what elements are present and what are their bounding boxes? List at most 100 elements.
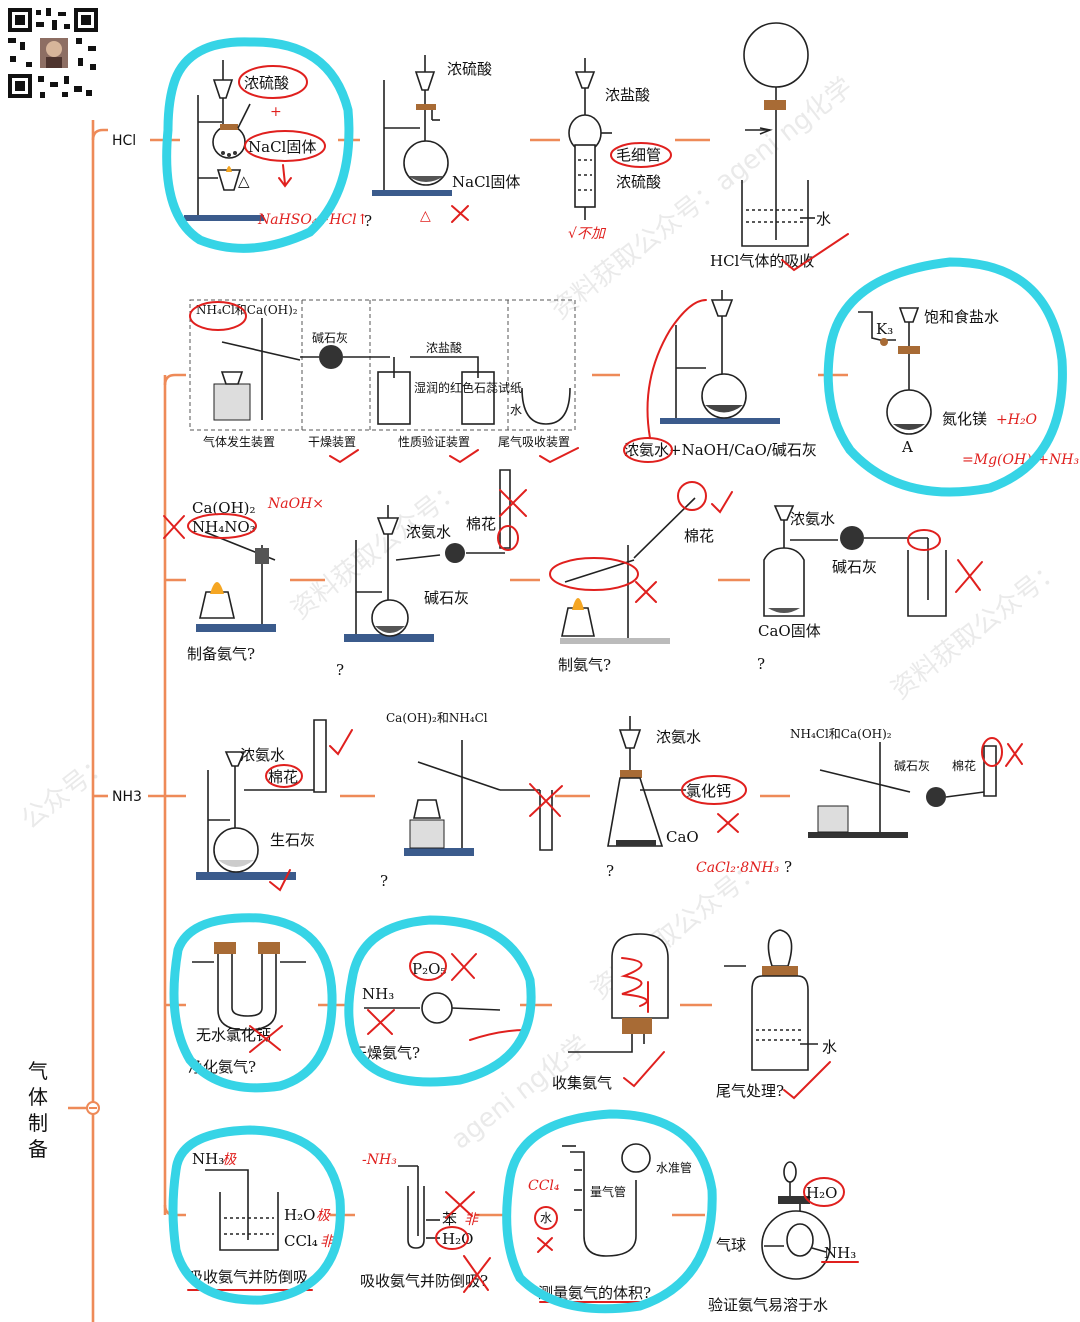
hcl-c-capillary: 毛细管 — [616, 146, 661, 164]
nh3-row4-d: 水 尾气处理? — [716, 929, 837, 1100]
nh3-r5-h2o3: H₂O — [806, 1184, 837, 1202]
nh3-r2-cap1: 制备氨气? — [187, 645, 255, 663]
nh3-row1-flask: 浓氨水+NaOH/CaO/碱石灰 — [623, 290, 817, 463]
nh3-r5-nh3-note2: -NH₃ — [362, 1152, 397, 1168]
nh3-r5-h2o-note: 极 — [316, 1208, 331, 1224]
nh3-r5-balloon: 气球 — [716, 1236, 746, 1254]
nh3-r3-cotton2: 棉花 — [952, 758, 976, 773]
nh3-r1-a: A — [901, 438, 913, 456]
nh3-r3-q1: ? — [380, 872, 388, 890]
hcl-apparatus-b: 浓硫酸 NaCl固体 △ — [372, 55, 520, 224]
nh3-r3-quicklime: 生石灰 — [270, 831, 315, 849]
nh3-r4-cacl2: 无水氯化钙 — [196, 1026, 271, 1044]
nh3-r1-mg-water: +H₂O — [996, 412, 1038, 428]
watermark-4: 公众号： — [16, 748, 116, 836]
nh3-r2-naoh: NaOH× — [267, 496, 324, 512]
nh3-r3-q2: ? — [606, 862, 614, 880]
nh3-row2-a: Ca(OH)₂ NH₄NO₃ NaOH× 制备氨气? — [163, 496, 324, 663]
nh3-row3-b: Ca(OH)₂和NH₄Cl ? — [380, 711, 563, 890]
nh3-r5-water: 水 — [540, 1211, 552, 1225]
nh3-r5-level: 水准管 — [656, 1160, 692, 1175]
nh3-r2-conc-ammonia2: 浓氨水 — [790, 510, 835, 528]
nh3-row4-c: 收集氨气 — [552, 933, 669, 1092]
hcl-a-annotations: + NaHSO₄+HCl↑ — [162, 37, 368, 253]
nh3-row5-b: -NH₃ 苯 非 H₂O 吸收氨气并防倒吸? — [360, 1152, 491, 1293]
hcl-c-reagent2: 浓硫酸 — [616, 173, 661, 191]
nh3-r5-cap1: 吸收氨气并防倒吸 — [188, 1268, 308, 1286]
branch-hcl: HCl — [112, 133, 136, 149]
hcl-d-water: 水 — [816, 210, 831, 228]
nh3-r3-conc-ammonia2: 浓氨水 — [656, 728, 701, 746]
nh3-row3-c: 浓氨水 氯化钙 CaO ? CaCl₂·8NH₃ ? — [606, 716, 792, 880]
hcl-apparatus-c: 浓盐酸 毛细管 浓硫酸 √不加 — [568, 58, 672, 242]
nh3-r2-cotton2: 棉花 — [684, 527, 714, 545]
hcl-b-heat: △ — [420, 208, 431, 224]
branch-nh3: NH3 — [112, 789, 142, 805]
nh3-r3-cacl2-note: CaCl₂·8NH₃ — [696, 860, 780, 876]
nh3-r2-conc-ammonia: 浓氨水 — [406, 523, 451, 541]
nh3-row2-c: 棉花 制氨气? — [549, 481, 733, 674]
nh3-r2-reagents2: NH₄NO₃ — [192, 518, 256, 536]
nh3-r5-cap3: 测量氨气的体积? — [538, 1284, 651, 1302]
nh3-r5-benzene: 苯 — [442, 1210, 457, 1228]
title-char-2: 体 — [28, 1085, 48, 1109]
nh3-row3-d: NH₄Cl和Ca(OH)₂ 碱石灰 棉花 — [790, 727, 1023, 838]
hcl-b-reagent1: 浓硫酸 — [447, 60, 492, 78]
hcl-a-q: ? — [364, 212, 372, 230]
nh3-r4-cap2: 干燥氨气? — [352, 1044, 420, 1062]
nh3-r2-soda-lime: 碱石灰 — [424, 589, 469, 607]
hcl-c-note: √不加 — [568, 226, 607, 242]
nh3-r3-reagent2: NH₄Cl和Ca(OH)₂ — [790, 727, 892, 741]
title-char-1: 气 — [28, 1059, 48, 1083]
nh3-r1-conc-hcl: 浓盐酸 — [426, 340, 462, 355]
nh3-r1-cap1: 气体发生装置 — [203, 434, 275, 449]
nh3-r1-brine: 饱和食盐水 — [924, 308, 999, 326]
nh3-r3-cao: CaO — [666, 828, 699, 846]
nh3-r1-litmus: 湿润的红色石蕊试纸 — [414, 380, 522, 395]
nh3-r5-nh3: NH₃ — [192, 1150, 224, 1168]
nh3-row3-a: 浓氨水 棉花 生石灰 — [196, 719, 353, 892]
nh3-r1-flask-caption: 浓氨水+NaOH/CaO/碱石灰 — [624, 441, 817, 459]
title-char-3: 制 — [28, 1111, 48, 1135]
title-char-4: 备 — [28, 1137, 48, 1161]
nh3-r1-cap4: 尾气吸收装置 — [498, 434, 570, 449]
nh3-r5-cap2: 吸收氨气并防倒吸? — [360, 1272, 488, 1290]
nh3-r4-p2o5: P₂O₅ — [412, 960, 446, 978]
nh3-r3-reagent: Ca(OH)₂和NH₄Cl — [386, 711, 488, 725]
nh3-r1-cap3: 性质验证装置 — [398, 434, 470, 449]
nh3-r5-ccl4: CCl₄ — [284, 1232, 318, 1250]
nh3-row5-c: 量气管 水准管 测量氨气的体积? CCl₄ 水 — [502, 1109, 717, 1314]
nh3-r2-cotton: 棉花 — [466, 515, 496, 533]
nh3-r2-reagents: Ca(OH)₂ — [192, 499, 256, 517]
nh3-r4-cap4: 尾气处理? — [716, 1082, 784, 1100]
nh3-r2-cap3: 制氨气? — [558, 656, 611, 674]
nh3-r1-mg-eq: =Mg(OH)₂+NH₃ — [962, 452, 1079, 468]
nh3-r1-soda-lime: 碱石灰 — [312, 331, 348, 345]
hcl-apparatus-d: 水 HCl气体的吸收 — [710, 22, 849, 272]
nh3-r5-h2o: H₂O — [284, 1206, 315, 1224]
hcl-a-note: NaHSO₄+HCl↑ — [257, 212, 368, 228]
nh3-r3-q3: ? — [784, 858, 792, 876]
nh3-r1-mg: 氮化镁 — [942, 410, 987, 428]
nh3-r5-ccl4-hand: CCl₄ — [528, 1178, 560, 1194]
nh3-r3-conc-ammonia: 浓氨水 — [240, 746, 285, 764]
nh3-row5-a: NH₃ 极 H₂O 极 CCl₄ 非 吸收氨气并防倒吸 — [168, 1125, 345, 1305]
nh3-r1-reagent: NH₄Cl和Ca(OH)₂ — [196, 303, 298, 317]
hcl-b-reagent2: NaCl固体 — [452, 173, 520, 191]
nh3-r1-k3: K₃ — [876, 320, 893, 338]
qr-code-icon — [6, 6, 100, 100]
tree-connectors — [68, 120, 848, 1322]
nh3-row4-a: 无水氯化钙 净化氨气? — [169, 913, 337, 1093]
nh3-r5-cap4: 验证氨气易溶于水 — [708, 1296, 828, 1314]
hcl-a-reagent1: 浓硫酸 — [244, 74, 289, 92]
nh3-r5-benzene-note: 非 — [464, 1212, 480, 1228]
hcl-apparatus-a: 浓硫酸 NaCl固体 △ ? — [184, 60, 372, 230]
nh3-r2-q: ? — [336, 661, 344, 679]
nh3-row2-d: 浓氨水 碱石灰 CaO固体 ? — [757, 505, 983, 673]
nh3-r2-q2: ? — [757, 655, 765, 673]
nh3-row1-setup: NH₄Cl和Ca(OH)₂ 碱石灰 浓盐酸 湿润的红色石蕊试纸 水 气体发生装置… — [189, 299, 579, 464]
nh3-row2-b: 浓氨水 棉花 碱石灰 ? — [336, 469, 527, 679]
nh3-r4-water: 水 — [822, 1038, 837, 1056]
